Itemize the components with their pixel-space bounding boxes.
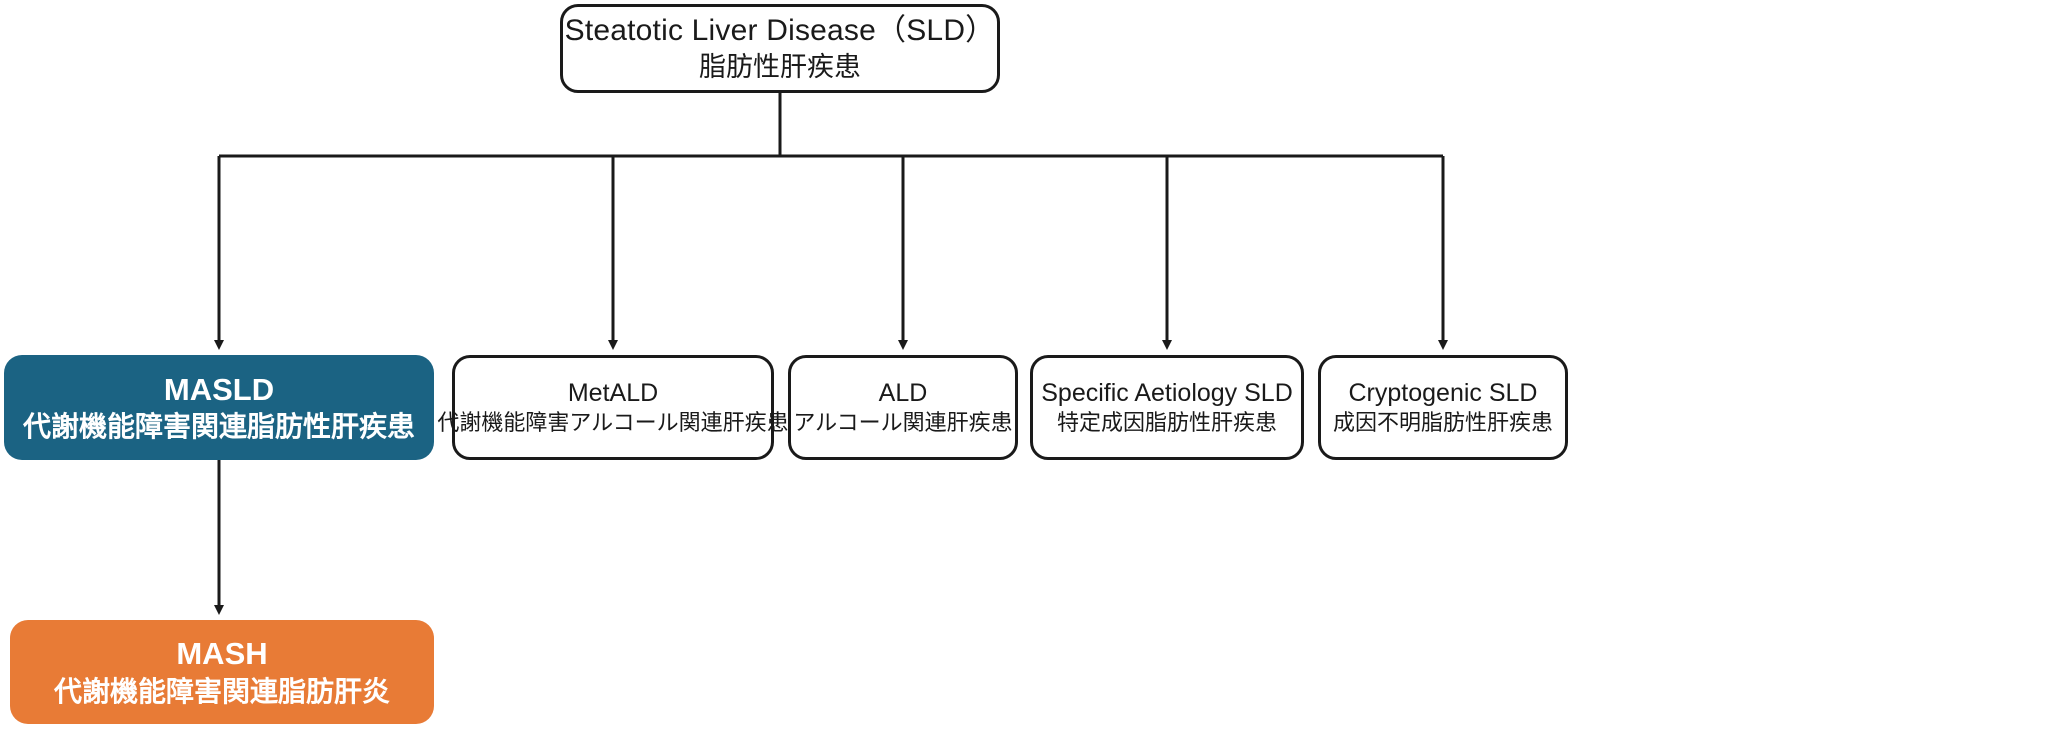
node-ald: ALD アルコール関連肝疾患 <box>788 355 1018 460</box>
node-metald-label-en: MetALD <box>567 379 659 408</box>
node-cryptogenic-label-ja: 成因不明脂肪性肝疾患 <box>1332 410 1553 436</box>
node-steatotic-liver-disease: Steatotic Liver Disease（SLD） 脂肪性肝疾患 <box>560 4 1000 93</box>
node-metald-label-ja: 代謝機能障害アルコール関連肝疾患 <box>437 410 789 436</box>
node-masld-label-ja: 代謝機能障害関連脂肪性肝疾患 <box>22 411 415 443</box>
node-mash: MASH 代謝機能障害関連脂肪肝炎 <box>10 620 434 724</box>
node-cryptogenic-sld: Cryptogenic SLD 成因不明脂肪性肝疾患 <box>1318 355 1568 460</box>
node-specific-aetiology-sld: Specific Aetiology SLD 特定成因脂肪性肝疾患 <box>1030 355 1304 460</box>
node-mash-label-en: MASH <box>176 636 268 672</box>
node-specific-label-en: Specific Aetiology SLD <box>1041 379 1293 408</box>
node-cryptogenic-label-en: Cryptogenic SLD <box>1348 379 1538 408</box>
node-root-label-en: Steatotic Liver Disease（SLD） <box>564 14 996 48</box>
node-masld: MASLD 代謝機能障害関連脂肪性肝疾患 <box>4 355 434 460</box>
node-ald-label-ja: アルコール関連肝疾患 <box>793 410 1013 436</box>
node-ald-label-en: ALD <box>878 379 928 408</box>
node-mash-label-ja: 代謝機能障害関連脂肪肝炎 <box>53 675 390 707</box>
node-metald: MetALD 代謝機能障害アルコール関連肝疾患 <box>437 355 789 460</box>
node-masld-label-en: MASLD <box>163 371 275 407</box>
node-root-label-ja: 脂肪性肝疾患 <box>699 52 861 83</box>
node-specific-label-ja: 特定成因脂肪性肝疾患 <box>1056 410 1277 436</box>
